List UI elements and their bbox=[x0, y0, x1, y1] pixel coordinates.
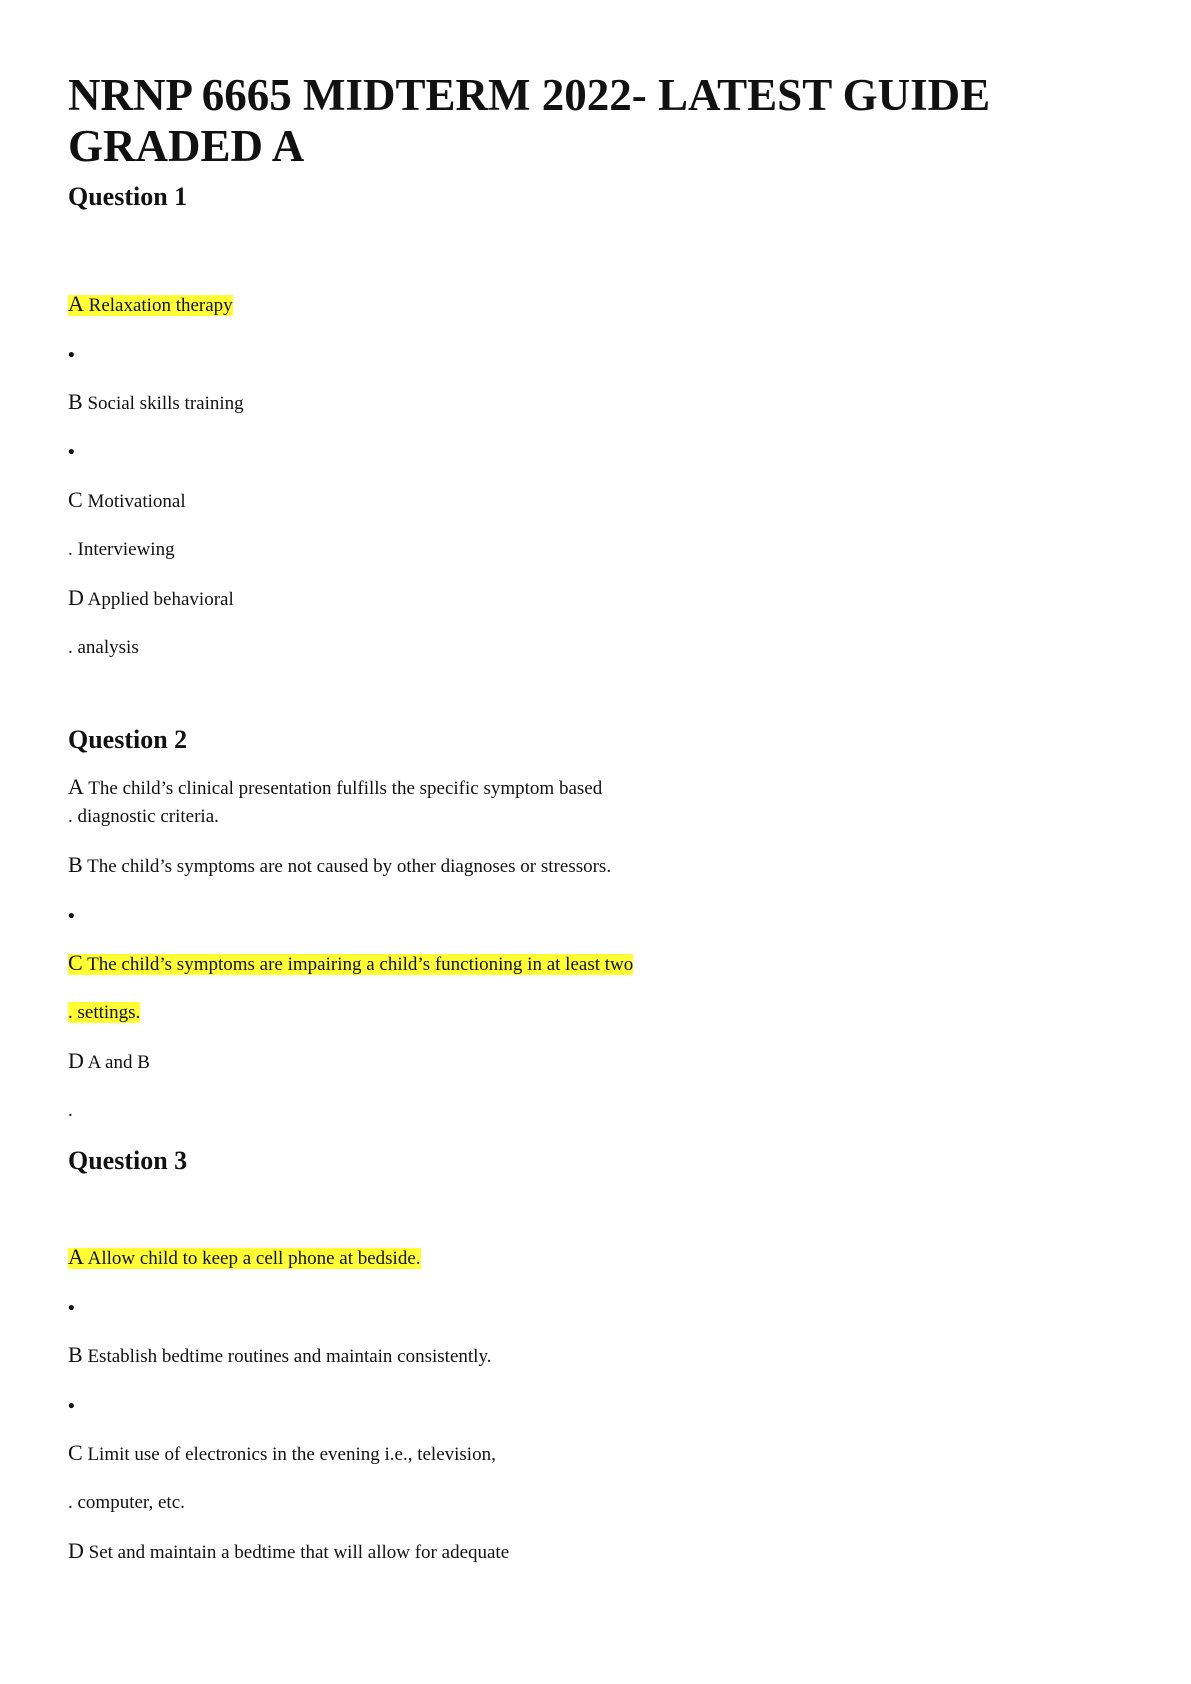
title-line-1: NRNP 6665 MIDTERM 2022- LATEST GUIDE bbox=[68, 70, 991, 120]
q1-option-a-highlight: A Relaxation therapy bbox=[68, 292, 233, 316]
q3-option-b-letter: B bbox=[68, 1342, 83, 1367]
q1-option-d-text: Applied behavioral bbox=[83, 589, 234, 610]
q2-option-d-cont: . bbox=[68, 1100, 73, 1121]
q1-bullet-2: • bbox=[68, 442, 75, 463]
q1-bullet-1: • bbox=[68, 345, 75, 366]
q1-option-c: C Motivational bbox=[68, 488, 186, 514]
q3-bullet-2: • bbox=[68, 1396, 75, 1417]
q2-option-c-cont: . settings. bbox=[68, 1001, 141, 1025]
question-1-heading: Question 1 bbox=[68, 182, 188, 211]
q3-option-a-letter: A bbox=[68, 1244, 84, 1269]
q3-bullet-1: • bbox=[68, 1298, 75, 1319]
q3-option-a: A Allow child to keep a cell phone at be… bbox=[68, 1245, 421, 1271]
q3-option-d: D Set and maintain a bedtime that will a… bbox=[68, 1539, 509, 1565]
q3-option-c-text: Limit use of electronics in the evening … bbox=[82, 1444, 496, 1465]
title-line-2: GRADED A bbox=[68, 121, 305, 171]
document-title: NRNP 6665 MIDTERM 2022- LATEST GUIDE GRA… bbox=[68, 70, 990, 172]
q3-option-c: C Limit use of electronics in the evenin… bbox=[68, 1441, 496, 1467]
q1-option-c-text: Motivational bbox=[82, 491, 186, 512]
q3-option-d-letter: D bbox=[68, 1538, 84, 1563]
q3-option-a-highlight: A Allow child to keep a cell phone at be… bbox=[68, 1245, 421, 1269]
q1-option-a: A Relaxation therapy bbox=[68, 292, 233, 318]
q2-option-c-text: The child’s symptoms are impairing a chi… bbox=[82, 954, 634, 975]
q2-option-b: B The child’s symptoms are not caused by… bbox=[68, 853, 611, 879]
question-2-heading: Question 2 bbox=[68, 725, 188, 754]
q2-option-d-letter: D bbox=[68, 1048, 84, 1073]
q3-option-c-letter: C bbox=[68, 1440, 83, 1465]
q2-option-a-letter: A bbox=[68, 774, 84, 799]
q2-option-b-text: The child’s symptoms are not caused by o… bbox=[82, 856, 612, 877]
q2-option-c-cont-highlight: . settings. bbox=[68, 1002, 141, 1023]
q1-option-d-cont: . analysis bbox=[68, 637, 139, 658]
q2-option-a-cont: . diagnostic criteria. bbox=[68, 806, 219, 827]
q3-option-a-text: Allow child to keep a cell phone at beds… bbox=[83, 1248, 421, 1269]
q1-option-b-text: Social skills training bbox=[82, 393, 244, 414]
q1-option-a-letter: A bbox=[68, 291, 84, 316]
q1-option-c-cont: . Interviewing bbox=[68, 539, 175, 560]
q3-option-b: B Establish bedtime routines and maintai… bbox=[68, 1343, 491, 1369]
q2-option-d: D A and B bbox=[68, 1049, 150, 1075]
question-3-heading: Question 3 bbox=[68, 1146, 188, 1175]
q1-option-b-letter: B bbox=[68, 389, 83, 414]
q2-option-b-letter: B bbox=[68, 852, 83, 877]
q2-bullet-1: • bbox=[68, 906, 75, 927]
q3-option-c-cont: . computer, etc. bbox=[68, 1492, 185, 1513]
q1-option-c-letter: C bbox=[68, 487, 83, 512]
q2-option-a-text: The child’s clinical presentation fulfil… bbox=[83, 778, 603, 799]
q3-option-b-text: Establish bedtime routines and maintain … bbox=[82, 1346, 492, 1367]
q2-option-c-letter: C bbox=[68, 950, 83, 975]
q1-option-d-letter: D bbox=[68, 585, 84, 610]
q2-option-c-highlight: C The child’s symptoms are impairing a c… bbox=[68, 951, 634, 975]
q1-option-b: B Social skills training bbox=[68, 390, 244, 416]
q2-option-d-text: A and B bbox=[83, 1052, 150, 1073]
q2-option-a: A The child’s clinical presentation fulf… bbox=[68, 775, 602, 801]
q3-option-d-text: Set and maintain a bedtime that will all… bbox=[83, 1542, 510, 1563]
q2-option-c: C The child’s symptoms are impairing a c… bbox=[68, 951, 634, 977]
q1-option-a-text: Relaxation therapy bbox=[83, 295, 233, 316]
q1-option-d: D Applied behavioral bbox=[68, 586, 234, 612]
